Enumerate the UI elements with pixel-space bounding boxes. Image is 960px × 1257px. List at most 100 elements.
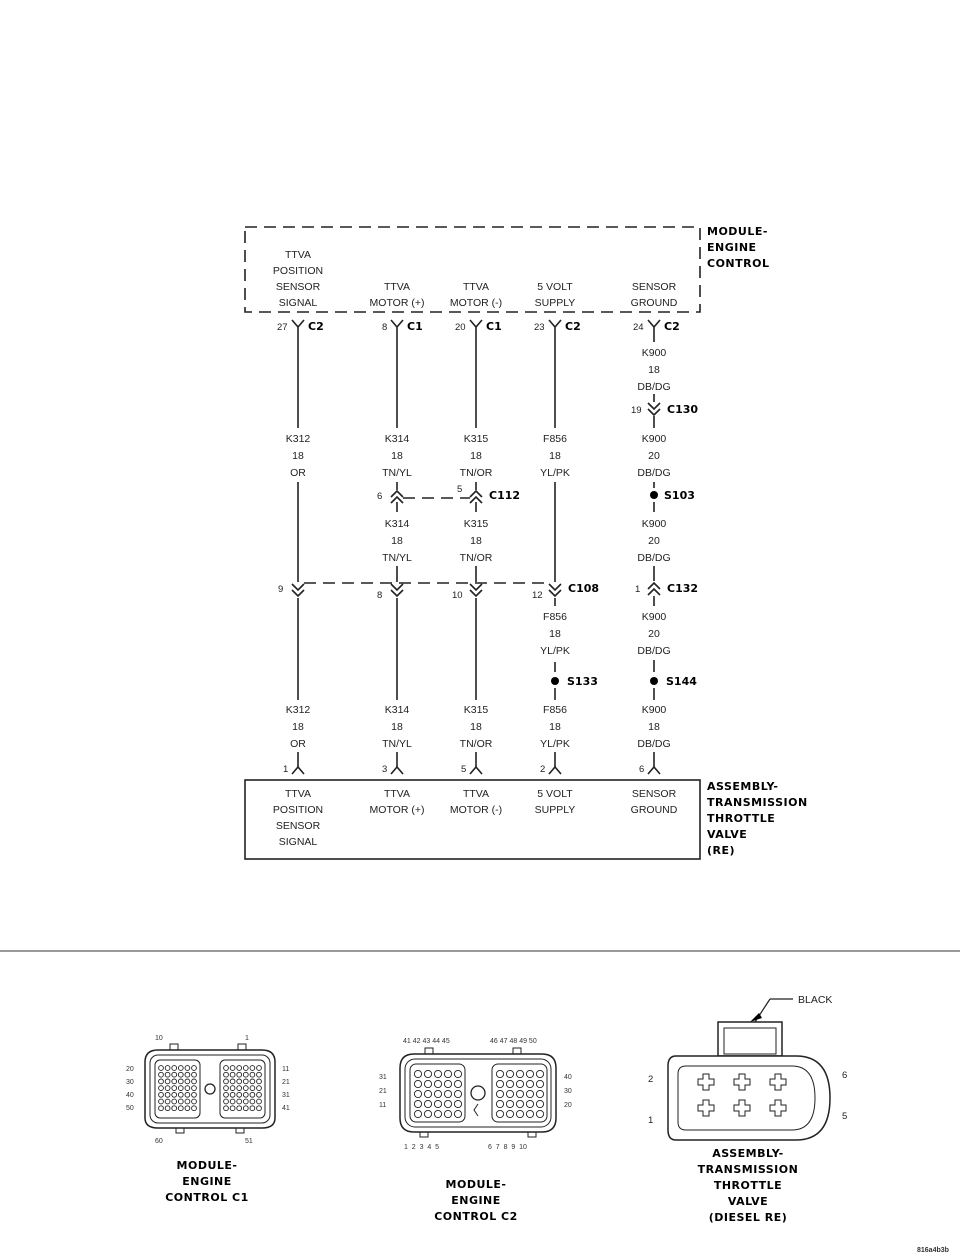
splice-s133: S133 <box>551 675 598 688</box>
pin-cavity <box>515 1089 525 1099</box>
pin-cavity <box>505 1109 515 1119</box>
k900-b-3: DB/DG <box>637 467 670 479</box>
pin-cavity <box>413 1089 423 1099</box>
pin-cavity <box>535 1089 545 1099</box>
ttva-pin-1-line-2: POSITION <box>273 804 323 816</box>
c108-label: C108 <box>568 582 599 595</box>
ecm-pin-1-line-2: POSITION <box>273 265 323 277</box>
pin-cavity <box>158 1085 164 1091</box>
f856-upper-3: YL/PK <box>540 467 570 479</box>
pin-cavity <box>515 1109 525 1119</box>
ecm-pin-5-line-1: SENSOR <box>632 281 677 293</box>
pin-cavity <box>443 1099 453 1109</box>
pin-cavity <box>433 1079 443 1089</box>
pin-cavity <box>433 1089 443 1099</box>
pin-cavity <box>229 1078 236 1085</box>
pin-cavity <box>171 1085 178 1091</box>
k900-c-1: K900 <box>642 518 667 530</box>
pin-cavity <box>164 1078 171 1085</box>
pin-cavity <box>191 1085 197 1091</box>
pin-cavity <box>184 1085 191 1091</box>
c1-pin-40: 40 <box>126 1092 134 1099</box>
ttva-pin-5: 5 <box>461 764 466 775</box>
splice-s103: S103 <box>650 489 695 502</box>
pin-cavity <box>229 1091 236 1098</box>
ttva-pin-cavity <box>697 1099 715 1117</box>
ttva-pin-cavity <box>697 1073 715 1091</box>
pin-cavity <box>184 1065 191 1071</box>
ecm-pin-4-line-1: 5 VOLT <box>537 281 573 293</box>
pin-cavity <box>191 1098 197 1105</box>
pin-cavity <box>191 1078 197 1085</box>
pin-cavity <box>535 1109 545 1119</box>
ttva-view-pin-1: 1 <box>648 1115 653 1126</box>
pin-cavity <box>223 1091 229 1098</box>
pin-cavity <box>191 1105 197 1112</box>
pin-cavity <box>505 1079 515 1089</box>
pin-cavity <box>495 1109 505 1119</box>
ttva-label-1: ASSEMBLY- <box>707 780 778 793</box>
f856-mid-3: YL/PK <box>540 645 570 657</box>
pin-cavity <box>495 1089 505 1099</box>
ttva-label-4: VALVE <box>707 828 747 841</box>
ecm-pin-27: 27 <box>277 322 288 333</box>
wire-segments <box>297 333 655 768</box>
figure-id: 816a4b3b <box>917 1247 949 1254</box>
ecm-label-2: ENGINE <box>707 241 757 254</box>
pin-cavity <box>413 1069 423 1079</box>
pin-cavity <box>184 1071 191 1078</box>
pin-cavity <box>249 1085 256 1091</box>
splice-s144: S144 <box>650 675 697 688</box>
pin-cavity <box>164 1071 171 1078</box>
ecm-pin-4-line-2: SUPPLY <box>535 297 576 309</box>
f856-lower-2: 18 <box>549 721 561 733</box>
pin-cavity <box>535 1079 545 1089</box>
c112-pin-6: 6 <box>377 491 382 502</box>
pin-cavity <box>505 1089 515 1099</box>
c108-pin-9: 9 <box>278 584 283 595</box>
pin-cavity <box>229 1071 236 1078</box>
ttva-pin-1-line-3: SENSOR <box>276 820 321 832</box>
f856-upper-2: 18 <box>549 450 561 462</box>
ecm-pin-24: 24 <box>633 322 644 333</box>
c1-label-1: MODULE- <box>177 1159 238 1172</box>
k900-e-3: DB/DG <box>637 738 670 750</box>
c2-label-1: MODULE- <box>446 1178 507 1191</box>
pin-cavity <box>256 1071 262 1078</box>
ttva-pin-1-line-4: SIGNAL <box>279 836 318 848</box>
s133-label: S133 <box>567 675 598 688</box>
pin-cavity <box>158 1098 164 1105</box>
pin-cavity <box>236 1105 243 1112</box>
c130-label: C130 <box>667 403 698 416</box>
c2-pin-21: 21 <box>379 1088 387 1095</box>
ecm-pin-5-line-2: GROUND <box>631 297 678 309</box>
ecm-conn-c2-a: C2 <box>308 320 324 333</box>
pin-cavity <box>164 1085 171 1091</box>
connector-c108: 9 8 10 12 C108 <box>278 582 599 601</box>
pin-cavity <box>495 1069 505 1079</box>
pin-cavity <box>229 1105 236 1112</box>
ecm-pin-20: 20 <box>455 322 466 333</box>
ttva-pin-3-line-2: MOTOR (+) <box>370 804 425 816</box>
pin-cavity <box>525 1099 535 1109</box>
pin-cavity <box>242 1091 249 1098</box>
pin-cavity <box>433 1099 443 1109</box>
pin-cavity <box>525 1109 535 1119</box>
pin-cavity <box>433 1069 443 1079</box>
ttva-pin-cavity <box>769 1099 787 1117</box>
ecm-pin-3-line-1: TTVA <box>463 281 489 293</box>
k900-a-2: 18 <box>648 364 660 376</box>
k315-mid-2: 18 <box>470 535 482 547</box>
ttva-pin-5-line-1: TTVA <box>463 788 489 800</box>
pin-cavity <box>184 1091 191 1098</box>
pin-cavity <box>177 1071 184 1078</box>
k312-lower-1: K312 <box>286 704 311 716</box>
ttva-module-box: ASSEMBLY- TRANSMISSION THROTTLE VALVE (R… <box>244 779 807 860</box>
pin-cavity <box>184 1078 191 1085</box>
connector-c130: 19 C130 <box>631 402 698 417</box>
pin-cavity <box>223 1105 229 1112</box>
k315-lower-3: TN/OR <box>460 738 493 750</box>
pin-cavity <box>171 1078 178 1085</box>
ecm-pin-3-line-2: MOTOR (-) <box>450 297 502 309</box>
